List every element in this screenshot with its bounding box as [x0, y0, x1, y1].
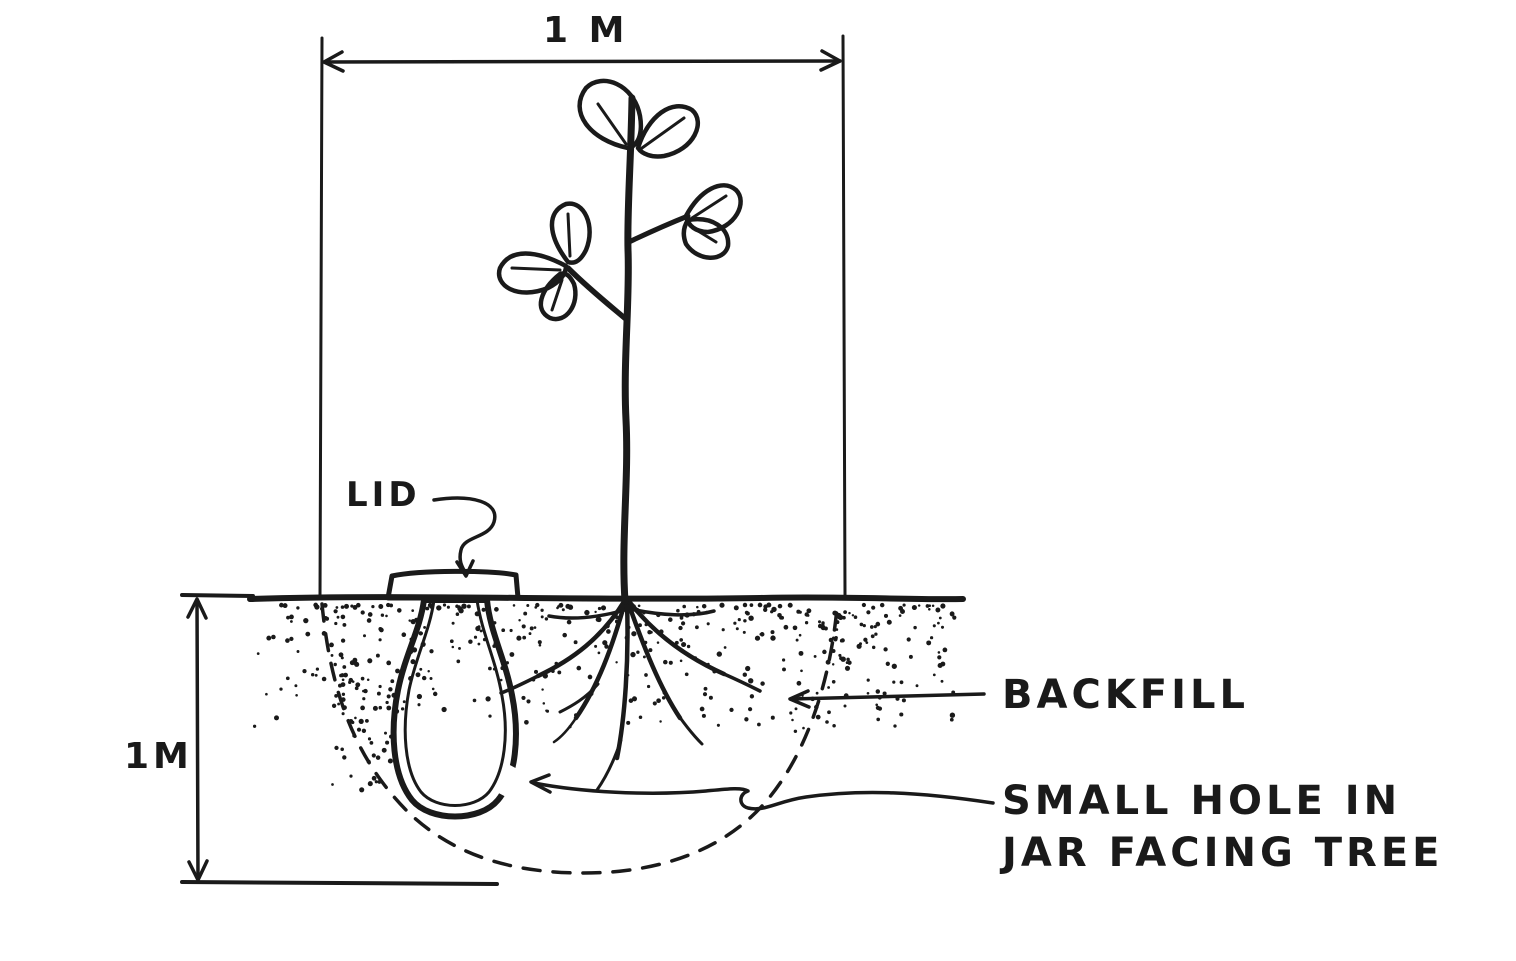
jar-inner-wall [403, 598, 507, 807]
small-hole-callout: SMALL HOLE IN JAR FACING TREE [529, 773, 1443, 876]
excavation-dashed-outline [320, 602, 839, 875]
jar-outer-wall [390, 597, 519, 820]
ground-line [247, 594, 966, 603]
tree-branch-left [565, 265, 630, 323]
arrow-up-icon [186, 597, 208, 620]
arrow-left-icon [529, 773, 552, 794]
lid-label: LID [346, 475, 421, 515]
backfill-leader-line [790, 692, 986, 701]
arrow-right-icon [819, 49, 842, 72]
small-hole-label-line2: JAR FACING TREE [999, 830, 1443, 876]
depth-extension-line-top [180, 593, 255, 598]
small-hole-leader-line [532, 781, 995, 811]
depth-extension-line-bottom [180, 880, 499, 886]
tree-roots [499, 597, 762, 792]
arrow-down-icon [187, 859, 209, 882]
depth-dimension: 1M [124, 593, 499, 886]
lid-leader-line [432, 496, 497, 576]
width-dimension-label: 1 M [543, 10, 628, 51]
backfill-callout: BACKFILL [788, 672, 1249, 718]
small-hole-label-line1: SMALL HOLE IN [1002, 778, 1401, 824]
arrow-left-icon [788, 689, 811, 709]
jar-hole-gap [493, 764, 523, 798]
arrow-left-icon [322, 50, 345, 73]
tree-trunk [620, 94, 636, 605]
leaf-cluster-left [496, 201, 592, 322]
jar-lid [385, 568, 521, 601]
depth-dimension-line [195, 598, 200, 881]
leaf-cluster-right [681, 183, 743, 260]
lid-callout: LID [346, 475, 497, 578]
buried-jar [390, 597, 523, 820]
width-dimension: 1 M [318, 10, 847, 599]
width-dimension-line [324, 59, 842, 64]
arrow-down-icon [455, 559, 475, 578]
tree-branch-right [626, 213, 691, 245]
width-extension-line-right [841, 34, 847, 597]
tree-sapling [496, 78, 743, 605]
width-extension-line-left [318, 36, 324, 599]
leaf-cluster-top [577, 78, 700, 159]
depth-dimension-label: 1M [124, 736, 193, 777]
backfill-label: BACKFILL [1002, 672, 1249, 718]
